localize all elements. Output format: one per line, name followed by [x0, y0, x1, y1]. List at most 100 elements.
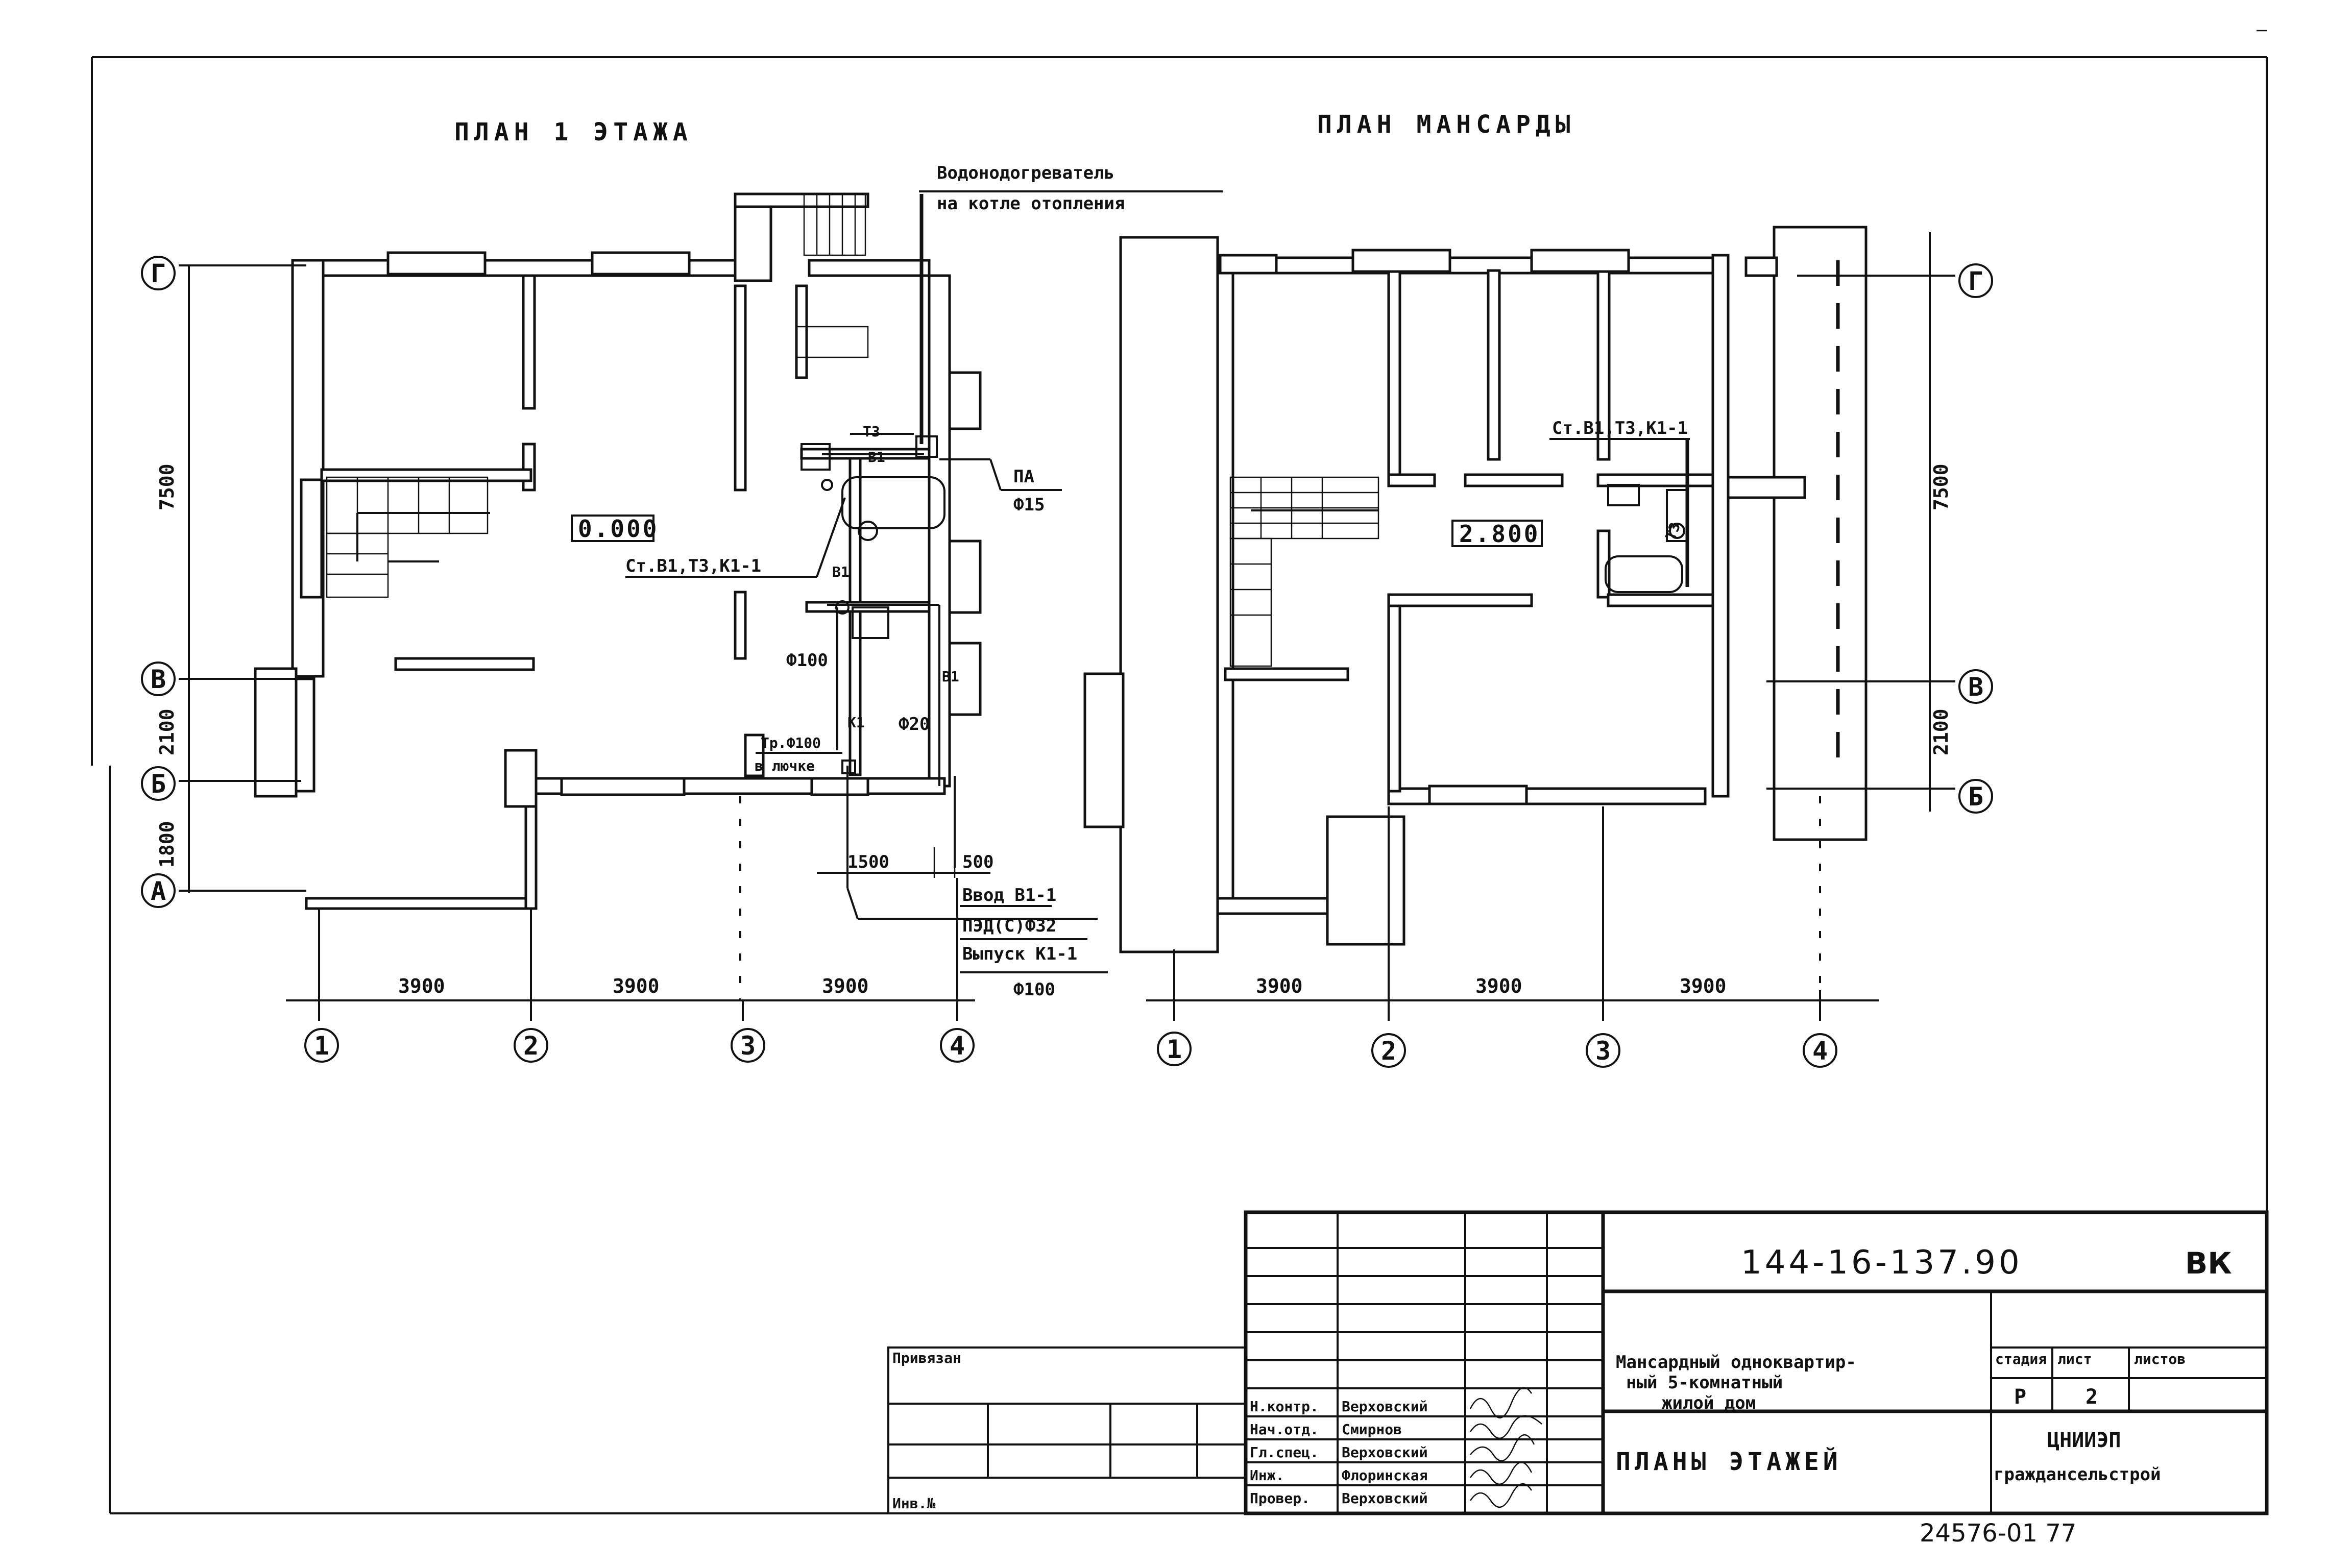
title-block: Привязан Инв.№ 144-16-137.90 ВК Мансардн… — [887, 1210, 2269, 1515]
attic-horizontal-dimensions: 3900 3900 3900 1 2 3 4 — [1146, 806, 1879, 1068]
attic-stair — [1229, 476, 1379, 667]
attic-dim-7500: 7500 — [1930, 463, 1952, 510]
floor1-stair — [326, 476, 490, 598]
tb-org-1: ЦНИИЭП — [2047, 1429, 2121, 1452]
tb-sheet: 2 — [2086, 1385, 2098, 1409]
attic-vertical-dimensions: 7500 2100 — [1766, 232, 1955, 812]
floor1-input-dia: ПЭД(С)Ф32 — [962, 916, 1056, 936]
tb-role-1: Н.контр. — [1250, 1398, 1319, 1415]
floor1-t3-label: Т3 — [863, 423, 880, 440]
floor1-axis-v: В — [151, 665, 166, 694]
floor1-row-axes: Г В Б А — [141, 256, 176, 908]
attic-span-2: 3900 — [1475, 975, 1522, 997]
floor1-outlet-dia: Ф100 — [1013, 979, 1055, 1000]
floor1-b1-label: В1 — [868, 449, 885, 465]
tb-project-name-1: Мансардный одноквартир- — [1616, 1352, 1856, 1373]
tb-role-5: Провер. — [1250, 1490, 1310, 1507]
floor1-pa-label: ПА — [1013, 467, 1034, 487]
floor1-axis-1-marker — [304, 1028, 339, 1063]
floor1-input-label: Ввод В1-1 — [962, 885, 1056, 905]
tb-role-3: Гл.спец. — [1250, 1444, 1319, 1461]
sheet-number: 24576-01 77 — [1920, 1519, 2076, 1548]
attic-axis-g-marker — [1958, 263, 1993, 298]
tb-name-4: Флоринская — [1342, 1467, 1428, 1484]
floor1-axis-a-marker — [141, 873, 176, 908]
attic-axis-1-marker — [1157, 1032, 1192, 1066]
attic-plan: Ст.В1,Т3,К1-1 Т3 2.800 — [1083, 226, 1868, 1011]
attic-span-3: 3900 — [1680, 975, 1727, 997]
floor1-plan: Водонодогреватель на котле отопления 0.0… — [254, 163, 1223, 1000]
floor1-axis-1: 1 — [314, 1031, 329, 1061]
attic-axis-4-marker — [1803, 1033, 1837, 1068]
tb-linked-label: Привязан — [892, 1350, 961, 1366]
floor1-dim-500: 500 — [962, 852, 993, 872]
floor1-elevation: 0.000 — [578, 515, 659, 543]
floor1-dia-100: Ф100 — [786, 650, 828, 671]
tb-doc-mark: ВК — [2185, 1246, 2232, 1281]
floor1-axis-3-marker — [731, 1028, 765, 1063]
attic-axis-v: В — [1968, 672, 1983, 702]
floor1-dim-1800: 1800 — [156, 821, 178, 868]
floor1-dim-2100: 2100 — [156, 708, 178, 755]
attic-bathtub — [1605, 555, 1683, 593]
tb-role-4: Инж. — [1250, 1467, 1284, 1484]
floor1-axis-v-marker — [141, 662, 176, 696]
attic-axis-2: 2 — [1381, 1036, 1396, 1066]
floor1-washbasin — [852, 606, 889, 639]
attic-axis-2-marker — [1371, 1033, 1406, 1068]
floor1-axis-3: 3 — [740, 1031, 756, 1061]
attic-row-axes: Г В Б — [1958, 263, 1993, 814]
attic-axis-v-marker — [1958, 669, 1993, 704]
attic-span-1: 3900 — [1256, 975, 1303, 997]
floor1-axis-4-marker — [940, 1028, 975, 1063]
floor1-axis-g: Г — [151, 259, 166, 288]
tb-org-2: граждансельстрой — [1994, 1464, 2161, 1485]
floor1-dim-1500: 1500 — [847, 852, 889, 872]
floor1-trap-label-2: в лючке — [755, 757, 815, 774]
tb-name-3: Верховский — [1342, 1444, 1428, 1461]
floor1-axis-a: А — [151, 876, 166, 906]
tb-sheets-header: листов — [2134, 1351, 2186, 1367]
floor1-span-1: 3900 — [398, 975, 445, 997]
floor1-b1-label-3: В1 — [942, 668, 959, 685]
attic-axis-3-marker — [1586, 1033, 1620, 1068]
floor1-plan-title: ПЛАН 1 ЭТАЖА — [454, 118, 693, 146]
attic-axis-b: Б — [1968, 782, 1983, 812]
floor1-axis-g-marker — [141, 256, 176, 290]
floor1-riser-label: Ст.В1,Т3,К1-1 — [625, 556, 761, 576]
attic-plan-title: ПЛАН МАНСАРДЫ — [1317, 110, 1575, 139]
floor1-dim-7500: 7500 — [156, 463, 178, 510]
tb-name-1: Верховский — [1342, 1398, 1428, 1415]
floor1-horizontal-dimensions: 3900 3900 3900 1 2 3 4 — [286, 878, 975, 1063]
floor1-pa-dia: Ф15 — [1013, 495, 1045, 515]
floor1-b1-label-2: В1 — [832, 564, 850, 580]
attic-axis-g: Г — [1968, 266, 1983, 296]
floor1-span-2: 3900 — [613, 975, 660, 997]
floor1-dia-20: Ф20 — [899, 714, 930, 734]
attic-axis-4: 4 — [1812, 1036, 1828, 1066]
attic-axis-3: 3 — [1595, 1036, 1611, 1066]
tb-stage: Р — [2014, 1385, 2026, 1409]
attic-axis-b-marker — [1958, 779, 1993, 814]
attic-elevation: 2.800 — [1459, 520, 1540, 548]
tb-stage-header: стадия — [1995, 1351, 2047, 1367]
floor1-k1-label: К1 — [847, 714, 865, 731]
floor1-axis-4: 4 — [950, 1031, 965, 1061]
tb-project-name-3: жилой дом — [1662, 1393, 1756, 1413]
floor1-axis-2-marker — [514, 1028, 548, 1063]
tb-sheet-title: ПЛАНЫ ЭТАЖЕЙ — [1616, 1447, 1842, 1476]
tb-name-5: Верховский — [1342, 1490, 1428, 1507]
attic-axis-1: 1 — [1167, 1035, 1182, 1064]
tb-inv-label: Инв.№ — [892, 1495, 935, 1512]
tb-sheet-header: лист — [2057, 1351, 2092, 1367]
floor1-vertical-dimensions: 7500 2100 1800 — [156, 264, 306, 893]
floor1-axis-b-marker — [141, 766, 176, 801]
floor1-trap-label: Тр.Ф100 — [761, 734, 821, 751]
tb-name-2: Смирнов — [1342, 1421, 1402, 1438]
tb-doc-code: 144-16-137.90 — [1741, 1244, 2023, 1282]
floor1-outlet-label: Выпуск К1-1 — [962, 944, 1077, 964]
floor1-axis-b: Б — [151, 769, 166, 799]
attic-dim-2100: 2100 — [1930, 708, 1952, 755]
floor1-heater-note-line2: на котле отопления — [937, 193, 1125, 214]
